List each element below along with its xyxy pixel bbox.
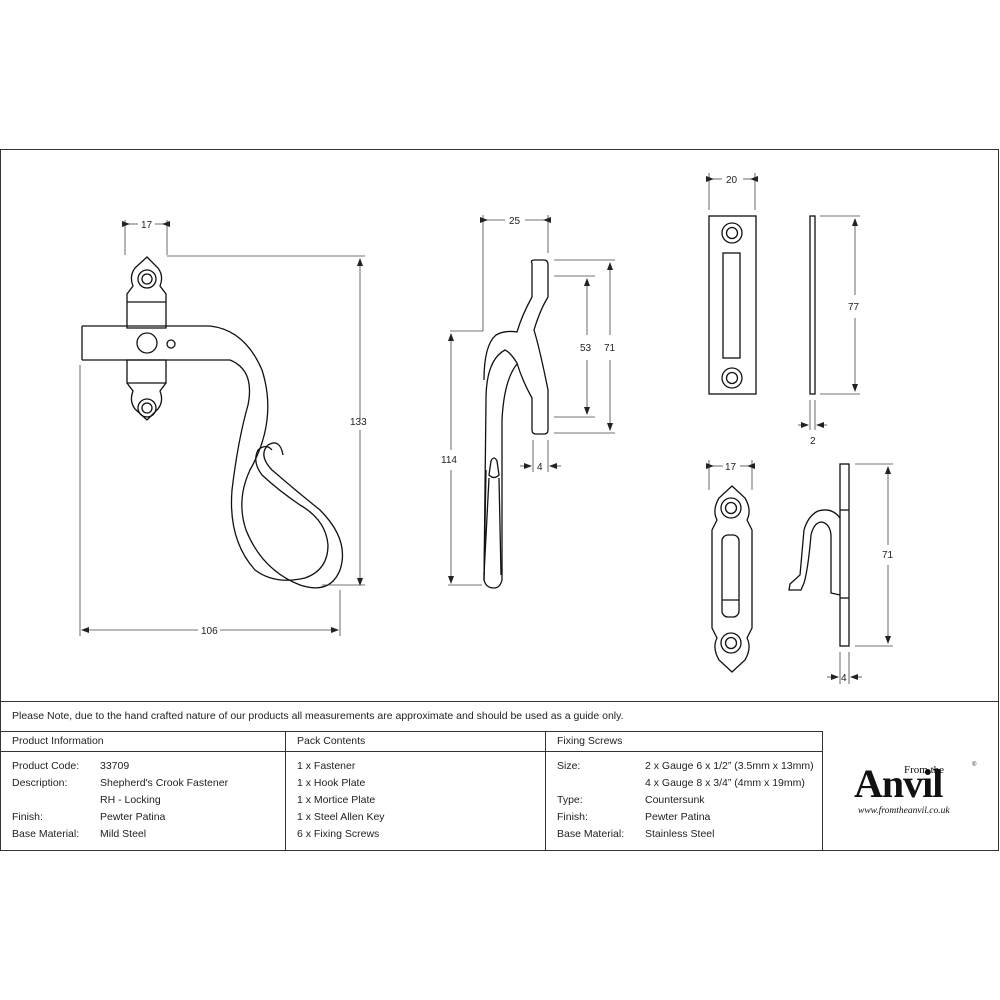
registered-mark: ® <box>972 762 977 768</box>
dim-hook-height: 71 <box>882 550 894 561</box>
screw-row: Size:2 x Gauge 6 x 1/2” (3.5mm x 13mm) <box>557 760 814 772</box>
fixing-screws-list: Size:2 x Gauge 6 x 1/2” (3.5mm x 13mm) 4… <box>557 758 814 843</box>
pack-contents-heading: Pack Contents <box>297 735 366 747</box>
divider <box>285 731 286 851</box>
fixing-screws-heading: Fixing Screws <box>557 735 623 747</box>
dim-side-height: 114 <box>441 455 457 466</box>
hook-plate-view <box>711 463 850 673</box>
dim-cam-inner: 53 <box>580 343 592 354</box>
screw-row: Type:Countersunk <box>557 794 705 806</box>
info-row: Base Material:Mild Steel <box>12 828 147 840</box>
from-the-anvil-logo: Anvil From the ® www.fromtheanvil.co.uk <box>850 762 980 822</box>
pack-item: 6 x Fixing Screws <box>297 828 380 840</box>
divider <box>0 751 822 752</box>
drawing-sheet <box>0 149 999 851</box>
logo-url: www.fromtheanvil.co.uk <box>858 806 950 816</box>
mortice-plate-dimensions <box>706 173 860 430</box>
divider <box>0 731 822 732</box>
fastener-front-view <box>81 256 344 589</box>
dim-side-depth: 25 <box>509 216 521 227</box>
dim-fastener-width: 17 <box>141 220 153 231</box>
fastener-front-dimensions <box>79 220 365 636</box>
pack-item: 1 x Mortice Plate <box>297 794 376 806</box>
dim-fastener-height: 133 <box>350 417 367 428</box>
info-row: Product Code:33709 <box>12 760 130 772</box>
fastener-side-dimensions <box>448 215 615 586</box>
dim-cam-outer: 71 <box>604 343 616 354</box>
pack-contents-list: 1 x Fastener 1 x Hook Plate 1 x Mortice … <box>297 758 385 843</box>
logo-brand: Anvil <box>854 761 943 806</box>
dim-mortice-thickness: 2 <box>810 436 816 447</box>
pack-item: 1 x Hook Plate <box>297 777 366 789</box>
dim-hook-width: 17 <box>725 462 737 473</box>
fastener-side-view <box>483 259 549 589</box>
dim-mortice-height: 77 <box>848 302 860 313</box>
divider <box>822 731 823 851</box>
dim-fastener-overall-width: 106 <box>201 626 218 637</box>
disclaimer-note: Please Note, due to the hand crafted nat… <box>12 710 624 722</box>
pack-item: 1 x Fastener <box>297 760 356 772</box>
screw-row: Base Material:Stainless Steel <box>557 828 715 840</box>
dim-cam-thickness: 4 <box>537 462 543 473</box>
dim-hook-thickness: 4 <box>841 673 847 684</box>
info-row: Description:Shepherd's Crook Fastener <box>12 777 229 789</box>
divider <box>0 701 999 702</box>
product-information-heading: Product Information <box>12 735 104 747</box>
screw-row: Finish:Pewter Patina <box>557 811 711 823</box>
divider <box>545 731 546 851</box>
info-row: RH - Locking <box>100 794 161 806</box>
logo-from-the: From the <box>904 764 945 776</box>
product-information-list: Product Code:33709 Description:Shepherd'… <box>12 758 228 843</box>
screw-row: 4 x Gauge 8 x 3/4” (4mm x 19mm) <box>645 777 805 789</box>
hook-plate-dimensions <box>706 460 893 684</box>
mortice-plate-view <box>708 215 816 395</box>
dim-mortice-width: 20 <box>726 175 738 186</box>
pack-item: 1 x Steel Allen Key <box>297 811 385 823</box>
info-row: Finish:Pewter Patina <box>12 811 166 823</box>
